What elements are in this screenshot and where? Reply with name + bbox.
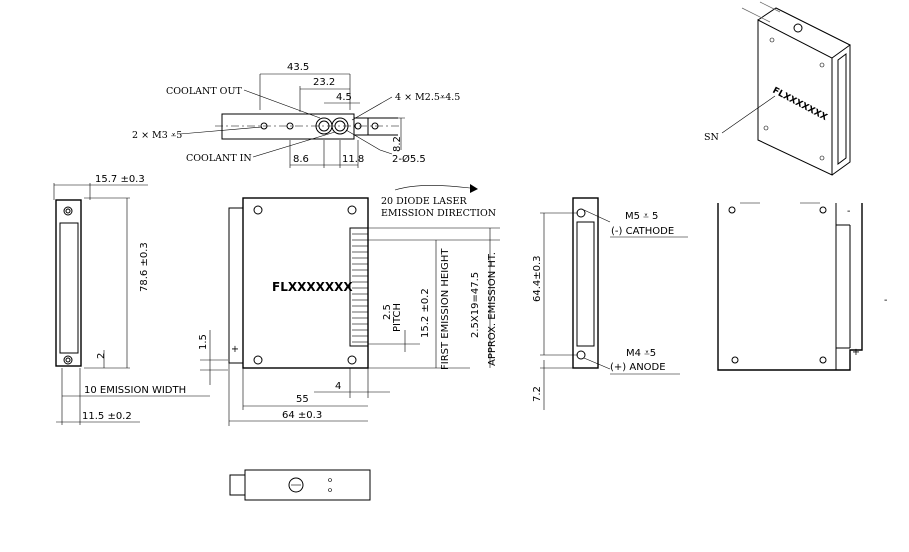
front-model-label: FLXXXXXXX bbox=[272, 280, 353, 294]
m4-label: M4 ⩡5 bbox=[626, 348, 656, 359]
dim-64-4: 64.4±0.3 bbox=[532, 255, 543, 302]
dim-55: 55 bbox=[296, 394, 309, 405]
anode-label: (+) ANODE bbox=[610, 362, 666, 373]
dim-2: 2 bbox=[96, 353, 107, 359]
right-side-view: M5 ⩡ 5 (-) CATHODE M4 ⩡5 (+) ANODE 64.4±… bbox=[532, 197, 688, 410]
m25-label: 4 × M2.5⩡4.5 bbox=[395, 92, 460, 103]
left-view: 15.7 ±0.3 78.6 ±0.3 2 10 EMISSION WIDTH … bbox=[53, 174, 228, 425]
dim-43-5: 43.5 bbox=[287, 62, 309, 73]
dim-4: 4 bbox=[335, 381, 341, 392]
front-view: + FLXXXXXXX 20 DIODE LASER EMISSION DIRE… bbox=[228, 184, 500, 426]
phi-label: 2-Ø5.5 bbox=[392, 153, 426, 165]
dim-11-5: 11.5 ±0.2 bbox=[82, 411, 132, 422]
first-emission-value: 15.2 ±0.2 bbox=[420, 288, 431, 338]
back-plus: + bbox=[852, 347, 860, 358]
edge-minus: - bbox=[884, 295, 887, 306]
m3-label: 2 × M3 ⩡5 bbox=[132, 130, 182, 141]
isometric-view: FLXXXXXXX SN bbox=[704, 1, 851, 176]
bottom-view bbox=[229, 469, 371, 501]
dim-10-emission: 10 EMISSION WIDTH bbox=[84, 385, 186, 396]
iso-model-label: FLXXXXXXX bbox=[771, 86, 829, 123]
dim-64: 64 ±0.3 bbox=[282, 410, 322, 421]
approx-label: APPROX. EMISSION HT. bbox=[487, 252, 498, 366]
sn-label: SN bbox=[704, 132, 719, 143]
m5-label: M5 ⩡ 5 bbox=[625, 211, 658, 222]
approx-value: 2.5X19=47.5 bbox=[470, 272, 481, 338]
laser-direction-line1: 20 DIODE LASER bbox=[381, 196, 467, 207]
dim-23-2: 23.2 bbox=[313, 77, 335, 88]
top-view: 43.5 23.2 4.5 COOLANT OUT 4 × M2.5⩡4.5 2… bbox=[132, 62, 460, 168]
pitch-value: 2.5 bbox=[382, 304, 393, 320]
first-emission-label: FIRST EMISSION HEIGHT bbox=[440, 248, 451, 370]
dim-11-8: 11.8 bbox=[342, 154, 364, 165]
pitch-label: PITCH bbox=[392, 303, 403, 332]
back-minus: - bbox=[847, 206, 850, 217]
dim-8-6: 8.6 bbox=[293, 154, 309, 165]
dim-15-7: 15.7 ±0.3 bbox=[95, 174, 145, 185]
cathode-label: (-) CATHODE bbox=[611, 226, 674, 237]
dim-4-5: 4.5 bbox=[336, 92, 352, 103]
svg-text:+: + bbox=[231, 344, 239, 355]
dim-8-2: 8.2 bbox=[392, 136, 403, 152]
coolant-in-label: COOLANT IN bbox=[186, 153, 252, 164]
coolant-out-label: COOLANT OUT bbox=[166, 86, 242, 97]
dim-1-5: 1.5 bbox=[198, 334, 209, 350]
dim-7-2: 7.2 bbox=[532, 386, 543, 402]
laser-direction-line2: EMISSION DIRECTION bbox=[381, 208, 496, 219]
dim-78-6: 78.6 ±0.3 bbox=[139, 242, 150, 292]
back-view: + - - bbox=[717, 202, 887, 371]
emitter-stack bbox=[352, 233, 368, 343]
